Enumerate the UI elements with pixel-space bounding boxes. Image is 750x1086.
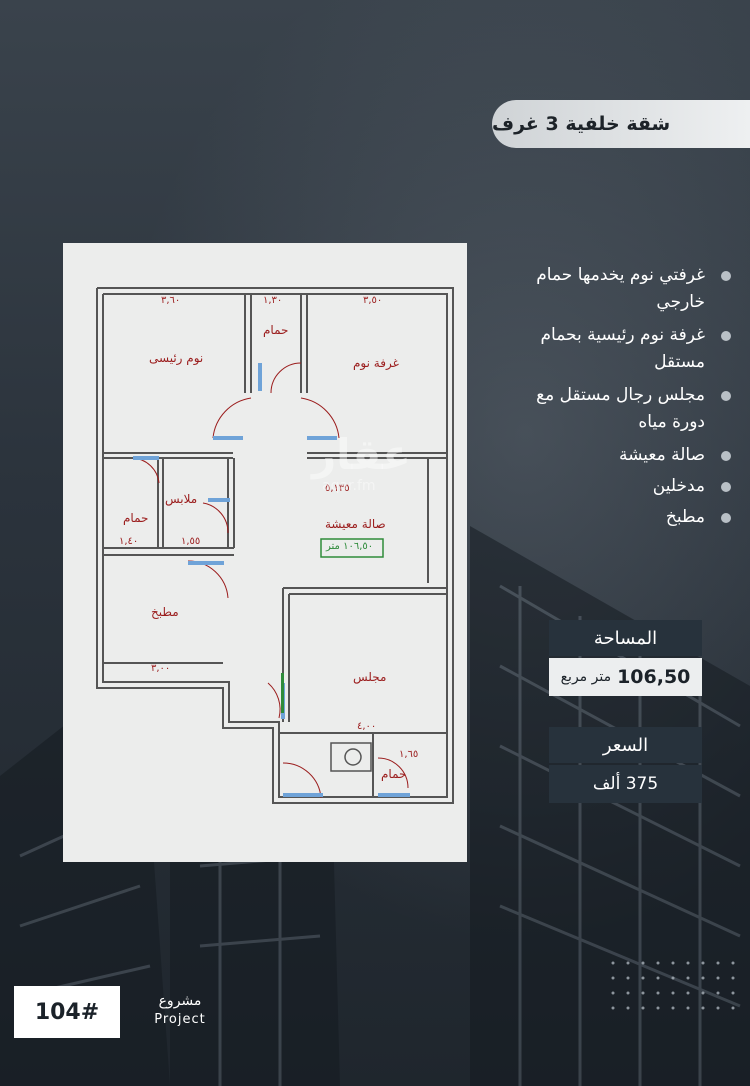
- room-bath-top: حمام: [263, 323, 289, 337]
- room-kitchen: مطبخ: [151, 605, 179, 619]
- project-number: 104#: [14, 986, 120, 1038]
- list-item: مجلس رجال مستقل مع دورة مياه: [505, 382, 731, 436]
- dim-label: ١,٤٠: [119, 536, 139, 547]
- dim-label: ٣,٦٠: [161, 295, 181, 306]
- dim-label: ٣,٥٠: [363, 295, 383, 306]
- page-title: شقة خلفية 3 غرف: [492, 100, 750, 148]
- room-bath-left: حمام: [123, 511, 149, 525]
- dim-label: ١,٣٠: [263, 295, 283, 306]
- features-list: غرفتي نوم يخدمها حمام خارجي غرفة نوم رئي…: [505, 262, 731, 535]
- area-value: 106,50 متر مربع: [549, 658, 702, 696]
- dot-pattern: [611, 961, 735, 1010]
- bullet-icon: [721, 331, 731, 341]
- room-bedroom: غرفة نوم: [353, 356, 399, 370]
- price-value: 375 ألف: [549, 765, 702, 803]
- list-item: غرفتي نوم يخدمها حمام خارجي: [505, 262, 731, 316]
- living-area: ١٠٦,٥٠ متر: [326, 541, 374, 552]
- room-bath-bottom: حمام: [381, 767, 407, 781]
- project-label-en: Project: [154, 1012, 206, 1027]
- dim-label: ١,٦٥: [399, 749, 419, 760]
- room-living: صالة معيشة: [325, 517, 386, 531]
- dim-label: ٥,١٣٥: [325, 483, 350, 494]
- floor-plan: نوم رئيسى غرفة نوم حمام حمام ملابس صالة …: [63, 243, 467, 862]
- bullet-icon: [721, 451, 731, 461]
- list-item: مطبخ: [505, 504, 731, 531]
- area-unit: متر مربع: [560, 669, 612, 685]
- bullet-icon: [721, 271, 731, 281]
- price-label: السعر: [549, 727, 702, 763]
- area-label: المساحة: [549, 620, 702, 656]
- room-majlis: مجلس: [353, 670, 387, 684]
- watermark-sub: aqar.fm: [322, 478, 376, 494]
- list-item: غرفة نوم رئيسية بحمام مستقل: [505, 322, 731, 376]
- list-item: مدخلين: [505, 473, 731, 500]
- list-item: صالة معيشة: [505, 442, 731, 469]
- watermark: عقار: [312, 430, 411, 479]
- bullet-icon: [721, 391, 731, 401]
- bullet-icon: [721, 513, 731, 523]
- bullet-icon: [721, 482, 731, 492]
- dim-label: ٤,٠٠: [357, 721, 377, 732]
- dim-label: ٣,٠٠: [151, 663, 171, 674]
- room-closet: ملابس: [165, 492, 198, 506]
- dim-label: ١,٥٥: [181, 536, 201, 547]
- room-master: نوم رئيسى: [149, 351, 204, 365]
- project-label-ar: مشروع: [158, 993, 202, 1009]
- area-number: 106,50: [617, 666, 691, 688]
